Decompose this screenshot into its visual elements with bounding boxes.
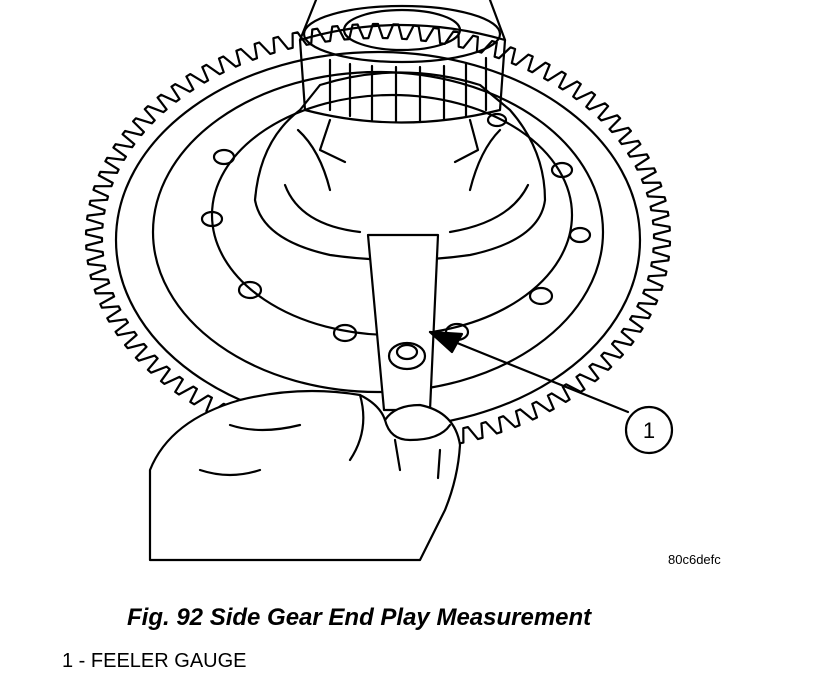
callout-circle <box>624 405 674 455</box>
callout-leader-line <box>428 330 630 414</box>
figure-caption: Fig. 92 Side Gear End Play Measurement <box>127 604 592 631</box>
ring-gear-teeth <box>84 22 672 454</box>
callout-number: 1 <box>643 418 655 443</box>
gear-body-inner <box>151 70 605 394</box>
legend-item: 1 - FEELER GAUGE <box>62 650 247 672</box>
hand <box>148 389 462 562</box>
bearing <box>298 23 507 124</box>
side-gear-end-play-illustration: 1 <box>84 0 674 562</box>
differential-case <box>253 71 547 262</box>
image-code: 80c6defc <box>668 552 721 567</box>
feeler-gauge <box>366 233 440 412</box>
bolt-holes <box>200 112 592 343</box>
callout-arrowhead <box>428 330 464 354</box>
feeler-gauge-rivet <box>387 341 427 371</box>
ring-gear <box>84 22 672 454</box>
